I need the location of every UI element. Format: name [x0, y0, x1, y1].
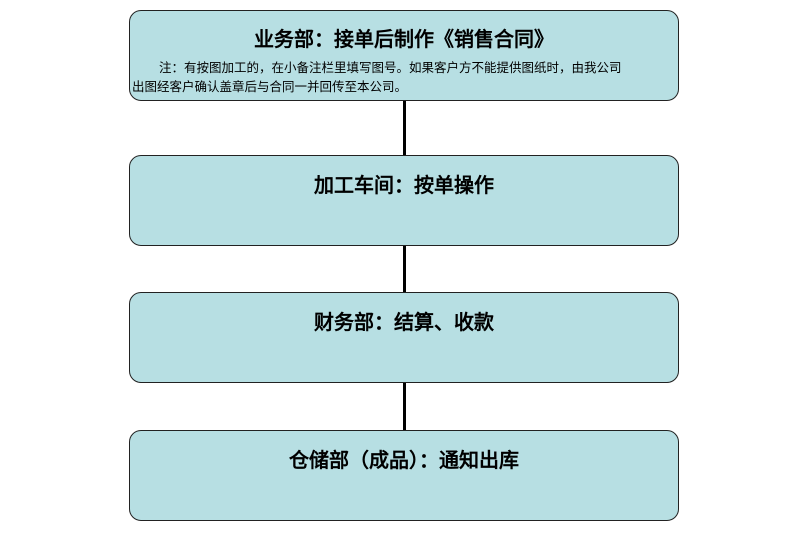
step-title: 加工车间：按单操作 — [314, 173, 494, 197]
step-title: 仓储部（成品）：通知出库 — [289, 448, 519, 472]
connector-line — [403, 246, 406, 292]
step-title: 业务部：接单后制作《销售合同》 — [254, 27, 554, 51]
connector-line — [403, 101, 406, 155]
flow-step-sales-dept: 业务部：接单后制作《销售合同》 注：有按图加工的，在小备注栏里填写图号。如果客户… — [129, 10, 679, 101]
flow-step-workshop: 加工车间：按单操作 — [129, 155, 679, 246]
step-note-line-2: 出图经客户确认盖章后与合同一并回传至本公司。 — [132, 79, 408, 94]
connector-line — [403, 383, 406, 430]
step-note: 注：有按图加工的，在小备注栏里填写图号。如果客户方不能提供图纸时，由我公司 出图… — [130, 58, 678, 96]
step-note-line-1: 注：有按图加工的，在小备注栏里填写图号。如果客户方不能提供图纸时，由我公司 — [159, 60, 622, 75]
step-title: 财务部：结算、收款 — [314, 310, 494, 334]
flow-step-warehouse: 仓储部（成品）：通知出库 — [129, 430, 679, 521]
flow-step-finance-dept: 财务部：结算、收款 — [129, 292, 679, 383]
